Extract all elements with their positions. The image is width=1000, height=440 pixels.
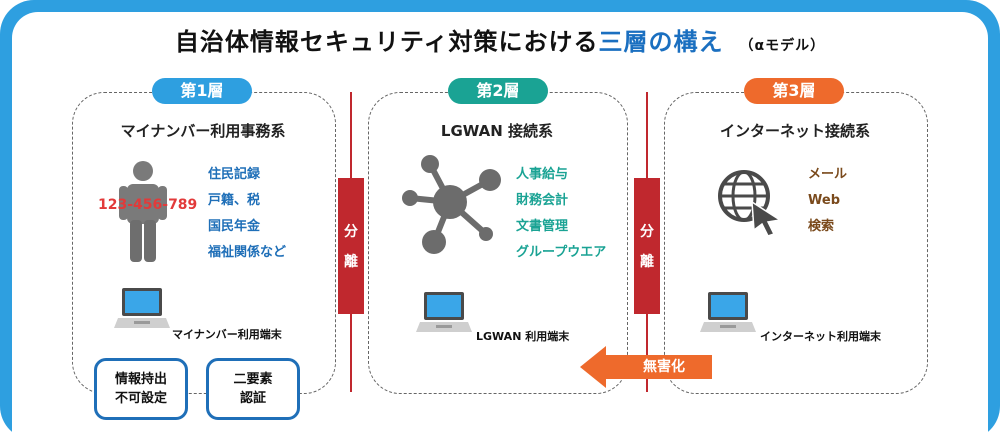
layer-3-terminal-label: インターネット利用端末 <box>760 330 881 343</box>
layer-2-item: グループウエア <box>516 245 607 260</box>
layer-1-title: マイナンバー利用事務系 <box>120 122 286 140</box>
separator-2: 分 離 <box>634 178 660 314</box>
title-main: 自治体情報セキュリティ対策における <box>174 28 599 56</box>
layer-1-terminal-label: マイナンバー利用端末 <box>172 328 282 341</box>
layer-3-item: メール <box>808 167 848 182</box>
laptop-icon <box>416 292 472 332</box>
control-line: 二要素 <box>233 372 273 387</box>
separator-char: 離 <box>640 254 654 270</box>
globe-cursor-icon <box>718 170 782 236</box>
network-hub-icon <box>402 155 501 254</box>
separator-char: 分 <box>640 224 654 240</box>
layer-3-title: インターネット接続系 <box>719 122 870 140</box>
layer-2-terminal-label: LGWAN 利用端末 <box>476 330 570 343</box>
two-factor-auth-box: 二要素 認証 <box>206 358 300 420</box>
separator-char: 分 <box>344 224 358 240</box>
layer-2-item: 文書管理 <box>516 219 569 234</box>
laptop-icon <box>114 288 170 328</box>
layer-1-item: 住民記録 <box>208 167 261 182</box>
control-line: 不可設定 <box>114 391 167 406</box>
control-line: 情報持出 <box>114 372 167 387</box>
layer-3-badge: 第3層 <box>744 78 844 104</box>
laptop-icon <box>700 292 756 332</box>
layer-1-item: 国民年金 <box>208 219 261 234</box>
title-highlight: 三層の構え <box>598 28 724 56</box>
layer-2-item: 財務会計 <box>516 193 569 208</box>
page-title: 自治体情報セキュリティ対策における三層の構え （αモデル） <box>0 22 1000 57</box>
layer-1-badge: 第1層 <box>152 78 252 104</box>
separator-char: 離 <box>344 254 358 270</box>
separator-1: 分 離 <box>338 178 364 314</box>
control-line: 認証 <box>239 391 266 406</box>
layer-1-item: 戸籍、税 <box>208 193 261 208</box>
layer-2-title: LGWAN 接続系 <box>440 122 554 140</box>
layer-1-item: 福祉関係など <box>208 245 287 260</box>
id-number: 123-456-789 <box>98 197 198 213</box>
harmless-label: 無害化 <box>643 359 685 375</box>
layer-2-item: 人事給与 <box>516 167 569 182</box>
sanitization-arrow <box>580 346 712 388</box>
layer-2-badge: 第2層 <box>448 78 548 104</box>
person-icon <box>119 161 167 262</box>
title-sub: （αモデル） <box>739 38 826 54</box>
layer-3-item: Web <box>808 193 840 208</box>
export-restriction-box: 情報持出 不可設定 <box>94 358 188 420</box>
layer-3-item: 検索 <box>808 219 835 234</box>
